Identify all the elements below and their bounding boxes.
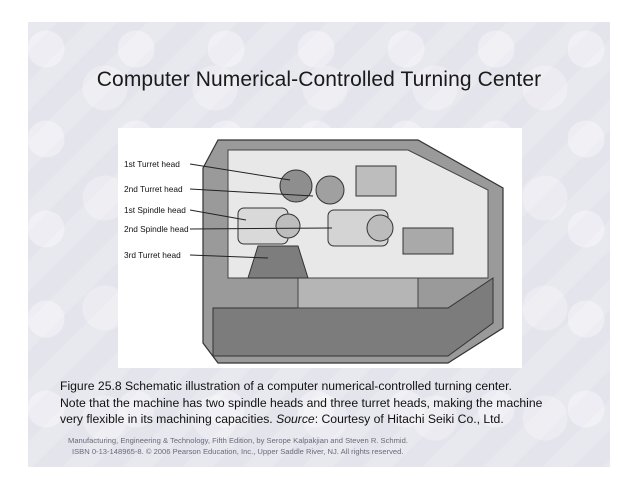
copyright-credit: Manufacturing, Engineering & Technology,…	[68, 436, 588, 457]
turning-center-illustration: 1st Turret head 2nd Turret head 1st Spin…	[124, 139, 504, 364]
caption-line-2: Note that the machine has two spindle he…	[60, 395, 543, 410]
turret-slide	[355, 165, 397, 197]
leader-line	[189, 254, 269, 259]
bed-slide	[297, 277, 419, 309]
caption-line-3: very flexible in its machining capacitie…	[60, 411, 590, 428]
credit-line-2: ISBN 0-13-148965-8. © 2006 Pearson Educa…	[72, 446, 404, 456]
figure-caption: Figure 25.8 Schematic illustration of a …	[60, 378, 590, 428]
leader-line	[189, 209, 247, 221]
leader-line	[189, 188, 314, 197]
machine-base	[212, 277, 494, 357]
chuck-2	[366, 214, 394, 242]
label-1st-spindle-head: 1st Spindle head	[124, 205, 186, 215]
credit-line-1: Manufacturing, Engineering & Technology,…	[68, 436, 408, 445]
label-2nd-spindle-head: 2nd Spindle head	[124, 224, 189, 234]
leader-line	[189, 163, 291, 181]
caption-line-3-text: very flexible in its machining capacitie…	[60, 412, 277, 426]
turret-2	[315, 175, 345, 205]
leader-line	[189, 227, 333, 230]
machine-figure: 1st Turret head 2nd Turret head 1st Spin…	[118, 128, 522, 368]
slide-title: Computer Numerical-Controlled Turning Ce…	[96, 68, 542, 91]
source-label: Source	[276, 412, 315, 426]
turret-3	[247, 245, 309, 279]
source-text: : Courtesy of Hitachi Seiki Co., Ltd.	[314, 412, 504, 426]
label-1st-turret-head: 1st Turret head	[124, 159, 180, 169]
label-3rd-turret-head: 3rd Turret head	[124, 250, 181, 260]
label-2nd-turret-head: 2nd Turret head	[124, 184, 183, 194]
caption-line-1: Figure 25.8 Schematic illustration of a …	[60, 379, 512, 393]
turret-1	[279, 169, 313, 203]
chuck-1	[275, 213, 301, 239]
tailstock	[402, 227, 454, 255]
